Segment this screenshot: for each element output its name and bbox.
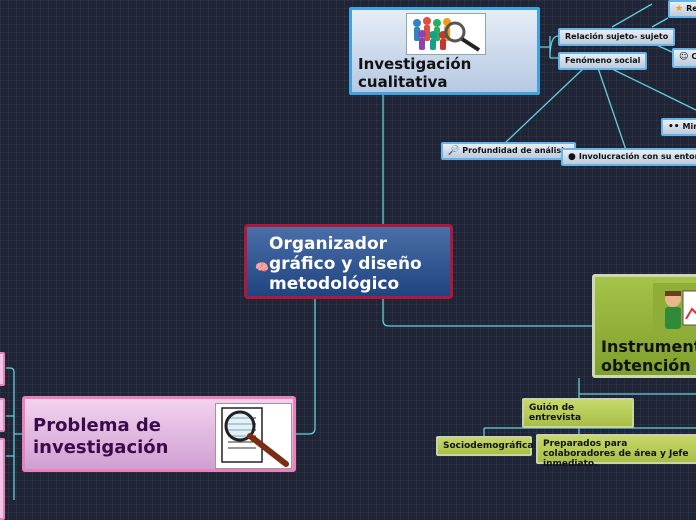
link-fenomeno-mira xyxy=(609,67,696,111)
involucracion-entorno-node[interactable]: ●Involucración con su entorno xyxy=(561,148,696,166)
instrumentos-title-line1: Instrument xyxy=(601,337,696,356)
problema-child-stub-1[interactable] xyxy=(0,352,5,386)
link-central-instrumentos xyxy=(382,299,592,327)
involucracion-entorno-label: Involucración con su entorno xyxy=(578,152,696,161)
mira-node[interactable]: ••Mira xyxy=(661,118,696,136)
link-problema-left xyxy=(6,367,22,500)
fenomeno-social-label: Fenómeno social xyxy=(565,56,641,65)
central-node[interactable]: 🧠 Organizador gráfico y diseño metodológ… xyxy=(244,224,453,299)
investigacion-title: Investigación cualitativa xyxy=(358,55,472,91)
link-relacion-re xyxy=(651,17,669,28)
c-label: C xyxy=(691,52,696,61)
instrumentos-node[interactable]: Instrument obtención d xyxy=(592,274,696,378)
link-investigacion-children xyxy=(540,35,559,59)
preparados-label: Preparados para colaboradores de área y … xyxy=(543,439,689,469)
c-node[interactable]: ☺C xyxy=(672,48,696,68)
re-node[interactable]: ★Re xyxy=(668,0,696,18)
problema-child-stub-3[interactable] xyxy=(0,438,5,520)
problema-title: Problema de investigación xyxy=(33,415,169,458)
relacion-sujeto-label: Relación sujeto- sujeto xyxy=(565,32,669,41)
eyes-icon: •• xyxy=(668,122,680,132)
sociodemografica-node[interactable]: Sociodemográfica xyxy=(436,436,534,456)
link-relacion-top xyxy=(611,3,653,28)
problema-investigacion-node[interactable]: Problema de investigación xyxy=(22,396,296,472)
guion-entrevista-label: Guión de entrevista xyxy=(529,403,582,423)
people-icon: ☺ xyxy=(679,52,689,62)
profundidad-analisis-label: Profundidad de análisis xyxy=(462,146,569,155)
link-fenomeno-profundidad xyxy=(505,67,585,143)
re-label: Re xyxy=(686,4,696,13)
guion-entrevista-node[interactable]: Guión de entrevista xyxy=(522,398,634,428)
instrumentos-title-line2: obtención d xyxy=(601,356,696,375)
fenomeno-social-node[interactable]: Fenómeno social xyxy=(558,52,648,70)
link-central-problema xyxy=(296,299,316,435)
star-icon: ★ xyxy=(675,4,684,14)
preparados-node[interactable]: Preparados para colaboradores de área y … xyxy=(536,434,696,469)
link-instrumentos-guion xyxy=(578,378,696,398)
document-magnifier-image xyxy=(215,403,292,469)
head-icon: ● xyxy=(568,152,576,162)
mira-label: Mira xyxy=(682,122,696,131)
investigacion-cualitativa-node[interactable]: Investigación cualitativa xyxy=(349,7,540,95)
profundidad-analisis-node[interactable]: 🔎Profundidad de análisis xyxy=(441,142,576,160)
instrumentos-title: Instrument obtención d xyxy=(601,337,696,375)
central-title: Organizador gráfico y diseño metodológic… xyxy=(269,234,422,294)
problema-child-stub-2[interactable] xyxy=(0,398,5,432)
people-magnifier-image xyxy=(406,13,486,55)
magnifier-icon: 🔎 xyxy=(448,146,460,156)
relacion-sujeto-node[interactable]: Relación sujeto- sujeto xyxy=(558,28,676,46)
brain-icon: 🧠 xyxy=(255,261,269,274)
sociodemografica-label: Sociodemográfica xyxy=(443,441,534,451)
presenter-image xyxy=(653,283,696,335)
link-fenomeno-involucracion xyxy=(597,67,627,151)
